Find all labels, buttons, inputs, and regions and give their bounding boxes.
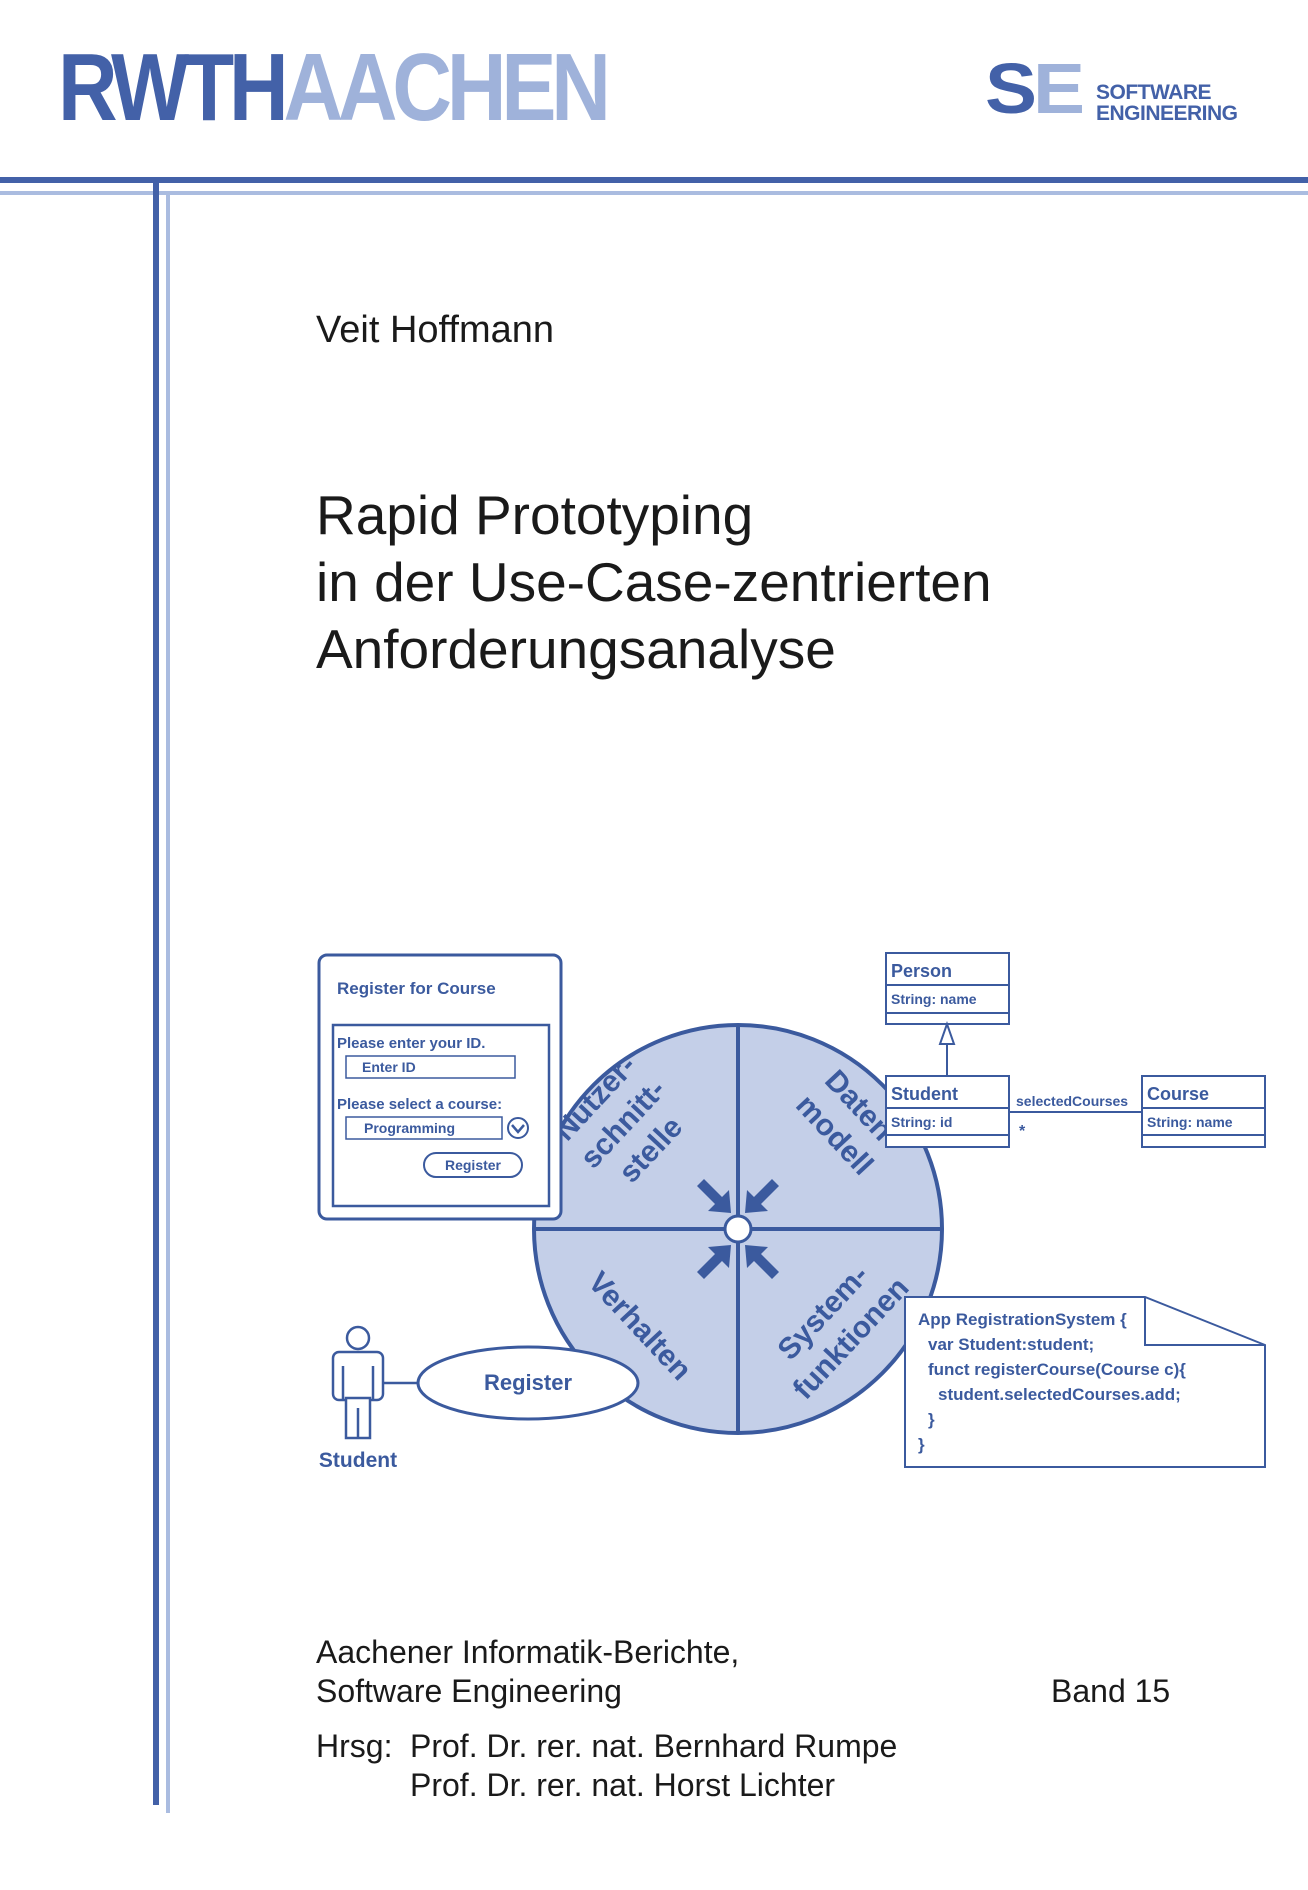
se-logo-mark: SE bbox=[985, 52, 1085, 124]
book-title: Rapid Prototyping in der Use-Case-zentri… bbox=[316, 482, 992, 683]
inheritance-arrow-icon bbox=[938, 1020, 956, 1045]
use-case-register: Register bbox=[484, 1370, 572, 1395]
uml-student-name: Student bbox=[891, 1084, 958, 1104]
header-rule-light bbox=[0, 191, 1308, 195]
code-line: } bbox=[918, 1435, 925, 1454]
ui-form-mockup: Register for Course Please enter your ID… bbox=[317, 953, 563, 1221]
form-id-prompt: Please enter your ID. bbox=[337, 1035, 485, 1052]
title-line: Anforderungsanalyse bbox=[316, 618, 836, 680]
band-number: Band 15 bbox=[1051, 1673, 1171, 1709]
editor-name: Prof. Dr. rer. nat. Horst Lichter bbox=[410, 1767, 836, 1803]
code-line: App RegistrationSystem { bbox=[918, 1310, 1127, 1329]
dropdown-chevron-icon bbox=[507, 1117, 529, 1139]
logo-rwth-text: RWTH bbox=[58, 34, 289, 141]
series-info: Aachener Informatik-Berichte, Software E… bbox=[316, 1633, 739, 1711]
editors: Hrsg:Prof. Dr. rer. nat. Bernhard Rumpe … bbox=[316, 1727, 897, 1805]
form-title: Register for Course bbox=[337, 979, 496, 998]
side-rule-light bbox=[166, 195, 170, 1813]
code-line: student.selectedCourses.add; bbox=[938, 1385, 1181, 1404]
header-rule-dark bbox=[0, 177, 1308, 183]
se-logo-s: S bbox=[985, 47, 1037, 129]
form-id-input: Enter ID bbox=[362, 1059, 416, 1075]
title-line: Rapid Prototyping bbox=[316, 484, 754, 546]
uml-student-attr: String: id bbox=[891, 1114, 952, 1130]
form-course-select: Programming bbox=[364, 1120, 455, 1136]
se-logo-word-software: SOFTWARE bbox=[1096, 81, 1212, 104]
title-line: in der Use-Case-zentrierten bbox=[316, 551, 992, 613]
uml-course-attr: String: name bbox=[1147, 1114, 1233, 1130]
actor-label: Student bbox=[319, 1449, 397, 1472]
series-line: Software Engineering bbox=[316, 1673, 622, 1709]
form-register-button: Register bbox=[445, 1157, 502, 1173]
uml-course-name: Course bbox=[1147, 1084, 1209, 1104]
uml-person-attr: String: name bbox=[891, 991, 977, 1007]
convergence-arrows-icon bbox=[697, 1179, 779, 1279]
uml-association-label: selectedCourses bbox=[1016, 1093, 1128, 1109]
uml-multiplicity: * bbox=[1019, 1123, 1026, 1140]
se-logo-word-engineering: ENGINEERING bbox=[1096, 102, 1238, 125]
requirements-circle bbox=[532, 1023, 944, 1435]
side-rule-dark bbox=[153, 183, 159, 1805]
series-line: Aachener Informatik-Berichte, bbox=[316, 1634, 740, 1670]
logo-aachen-text: AACHEN bbox=[283, 34, 610, 141]
use-case-diagram: Student Register bbox=[319, 1325, 640, 1472]
author-name: Veit Hoffmann bbox=[316, 309, 555, 351]
code-line: var Student:student; bbox=[928, 1335, 1094, 1354]
form-course-prompt: Please select a course: bbox=[337, 1096, 502, 1113]
uml-class-diagram: Person String: name Student String: id s… bbox=[885, 952, 1266, 1148]
se-logo-e: E bbox=[1033, 47, 1085, 129]
code-line: } bbox=[928, 1410, 935, 1429]
rwth-aachen-logo: RWTHAACHEN bbox=[58, 40, 611, 136]
uml-person-name: Person bbox=[891, 961, 952, 981]
code-line: funct registerCourse(Course c){ bbox=[928, 1360, 1186, 1379]
cover-diagram: Nutzer- schnitt- stelle Daten- modell Ve… bbox=[317, 952, 1266, 1472]
editors-label: Hrsg: bbox=[316, 1728, 393, 1764]
editor-name: Prof. Dr. rer. nat. Bernhard Rumpe bbox=[410, 1728, 898, 1764]
actor-stick-figure-icon bbox=[331, 1325, 385, 1440]
code-document: App RegistrationSystem { var Student:stu… bbox=[904, 1296, 1266, 1468]
